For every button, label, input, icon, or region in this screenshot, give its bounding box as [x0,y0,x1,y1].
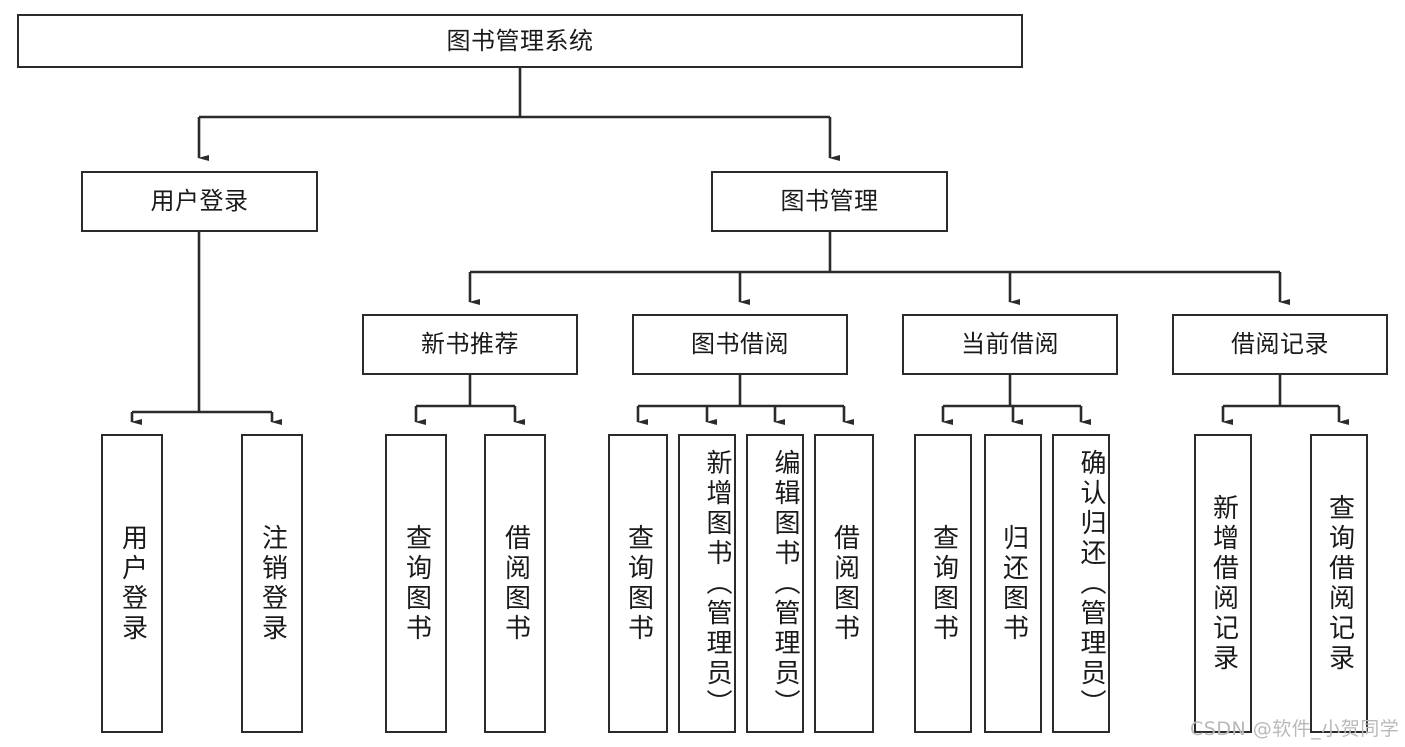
node-current-borrow[interactable]: 当前借阅 [902,314,1118,375]
leaf-query-book-1[interactable]: 查询图书 [385,434,447,733]
leaf-borrow-book-2[interactable]: 借阅图书 [814,434,874,733]
node-book-borrow[interactable]: 图书借阅 [632,314,848,375]
leaf-add-book-admin[interactable]: 新增图书（管理员） [678,434,736,733]
leaf-confirm-return-admin-label: 确认归还（管理员） [1076,448,1106,719]
leaf-query-book-3[interactable]: 查询图书 [914,434,972,733]
leaf-borrow-book-1-label: 借阅图书 [500,523,531,644]
leaf-user-login-label: 用户登录 [117,523,148,644]
node-book-borrow-label: 图书借阅 [691,330,789,359]
node-borrow-record[interactable]: 借阅记录 [1172,314,1388,375]
csdn-watermark: CSDN @软件_小贺同学 [1190,718,1400,740]
leaf-query-book-2-label: 查询图书 [623,523,654,644]
node-root[interactable]: 图书管理系统 [17,14,1023,68]
node-current-borrow-label: 当前借阅 [961,330,1059,359]
leaf-add-book-admin-label: 新增图书（管理员） [702,448,732,719]
leaf-return-book-label: 归还图书 [998,523,1029,644]
node-user-login-label: 用户登录 [150,187,249,216]
node-root-label: 图书管理系统 [446,26,594,55]
node-new-book-recommend-label: 新书推荐 [421,330,519,359]
node-borrow-record-label: 借阅记录 [1231,330,1329,359]
node-book-management[interactable]: 图书管理 [711,171,948,232]
leaf-user-login[interactable]: 用户登录 [101,434,163,733]
leaf-return-book[interactable]: 归还图书 [984,434,1042,733]
node-new-book-recommend[interactable]: 新书推荐 [362,314,578,375]
leaf-query-book-3-label: 查询图书 [928,523,959,644]
leaf-logout[interactable]: 注销登录 [241,434,303,733]
node-user-login[interactable]: 用户登录 [81,171,318,232]
leaf-edit-book-admin-label: 编辑图书（管理员） [770,448,800,719]
leaf-borrow-book-2-label: 借阅图书 [829,523,860,644]
leaf-confirm-return-admin[interactable]: 确认归还（管理员） [1052,434,1110,733]
leaf-query-borrow-record[interactable]: 查询借阅记录 [1310,434,1368,733]
leaf-edit-book-admin[interactable]: 编辑图书（管理员） [746,434,804,733]
leaf-query-book-1-label: 查询图书 [401,523,432,644]
leaf-borrow-book-1[interactable]: 借阅图书 [484,434,546,733]
leaf-query-borrow-record-label: 查询借阅记录 [1324,493,1355,674]
leaf-logout-label: 注销登录 [257,523,288,644]
leaf-add-borrow-record[interactable]: 新增借阅记录 [1194,434,1252,733]
leaf-add-borrow-record-label: 新增借阅记录 [1208,493,1239,674]
leaf-query-book-2[interactable]: 查询图书 [608,434,668,733]
node-book-management-label: 图书管理 [780,187,879,216]
